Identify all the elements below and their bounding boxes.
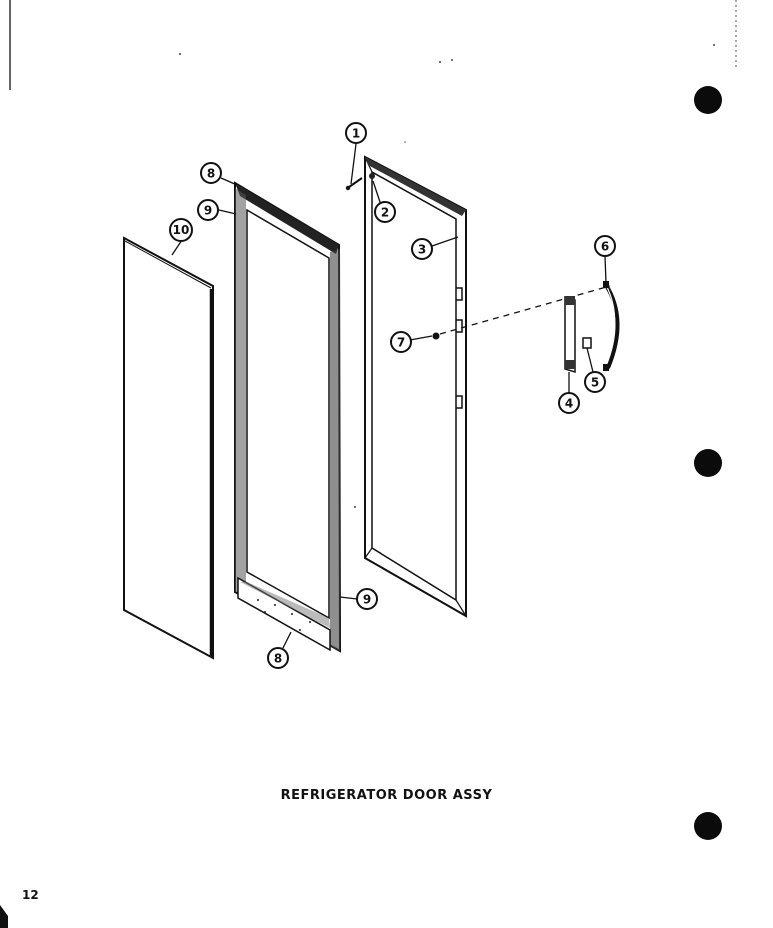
corner-scan-mark bbox=[0, 905, 8, 928]
callout-1-label: 1 bbox=[352, 127, 360, 141]
assembly-centerline bbox=[439, 285, 611, 335]
diagram-title: REFRIGERATOR DOOR ASSY bbox=[280, 788, 493, 803]
callout-4-label: 4 bbox=[565, 397, 573, 411]
callout-3-label: 3 bbox=[418, 243, 426, 257]
callout-5: 5 bbox=[584, 371, 606, 393]
callout-9-right: 9 bbox=[356, 588, 378, 610]
callout-2-label: 2 bbox=[381, 206, 389, 220]
callout-5-label: 5 bbox=[591, 376, 599, 390]
callout-9-right-label: 9 bbox=[363, 593, 371, 607]
door-liner-part-3 bbox=[364, 155, 467, 618]
door-panel-part-10 bbox=[123, 236, 214, 660]
callout-1: 1 bbox=[345, 122, 367, 144]
binder-hole-middle bbox=[694, 449, 722, 477]
callout-9-top: 9 bbox=[197, 199, 219, 221]
callout-6-label: 6 bbox=[601, 240, 609, 254]
callout-3: 3 bbox=[411, 238, 433, 260]
callout-8-top-label: 8 bbox=[207, 167, 215, 181]
callout-9-top-label: 9 bbox=[204, 204, 212, 218]
gasket-frame-part-9 bbox=[234, 181, 342, 653]
callout-4: 4 bbox=[558, 392, 580, 414]
screw-part-1 bbox=[345, 177, 363, 191]
callout-8-top: 8 bbox=[200, 162, 222, 184]
callout-10-label: 10 bbox=[173, 223, 190, 237]
bracket-part-4 bbox=[564, 295, 576, 374]
callout-7: 7 bbox=[390, 331, 412, 353]
callout-7-label: 7 bbox=[397, 336, 405, 350]
plug-part-7 bbox=[432, 332, 440, 340]
binder-hole-bottom bbox=[694, 812, 722, 840]
binder-hole-top bbox=[694, 86, 722, 114]
callout-8-bottom-label: 8 bbox=[274, 652, 282, 666]
page-number: 12 bbox=[22, 888, 39, 902]
callout-8-bottom: 8 bbox=[267, 647, 289, 669]
clip-part-5 bbox=[582, 337, 592, 349]
handle-part-6 bbox=[603, 281, 620, 371]
callout-2: 2 bbox=[374, 201, 396, 223]
bushing-part-2 bbox=[369, 173, 375, 179]
callout-10: 10 bbox=[169, 218, 193, 242]
callout-6: 6 bbox=[594, 235, 616, 257]
